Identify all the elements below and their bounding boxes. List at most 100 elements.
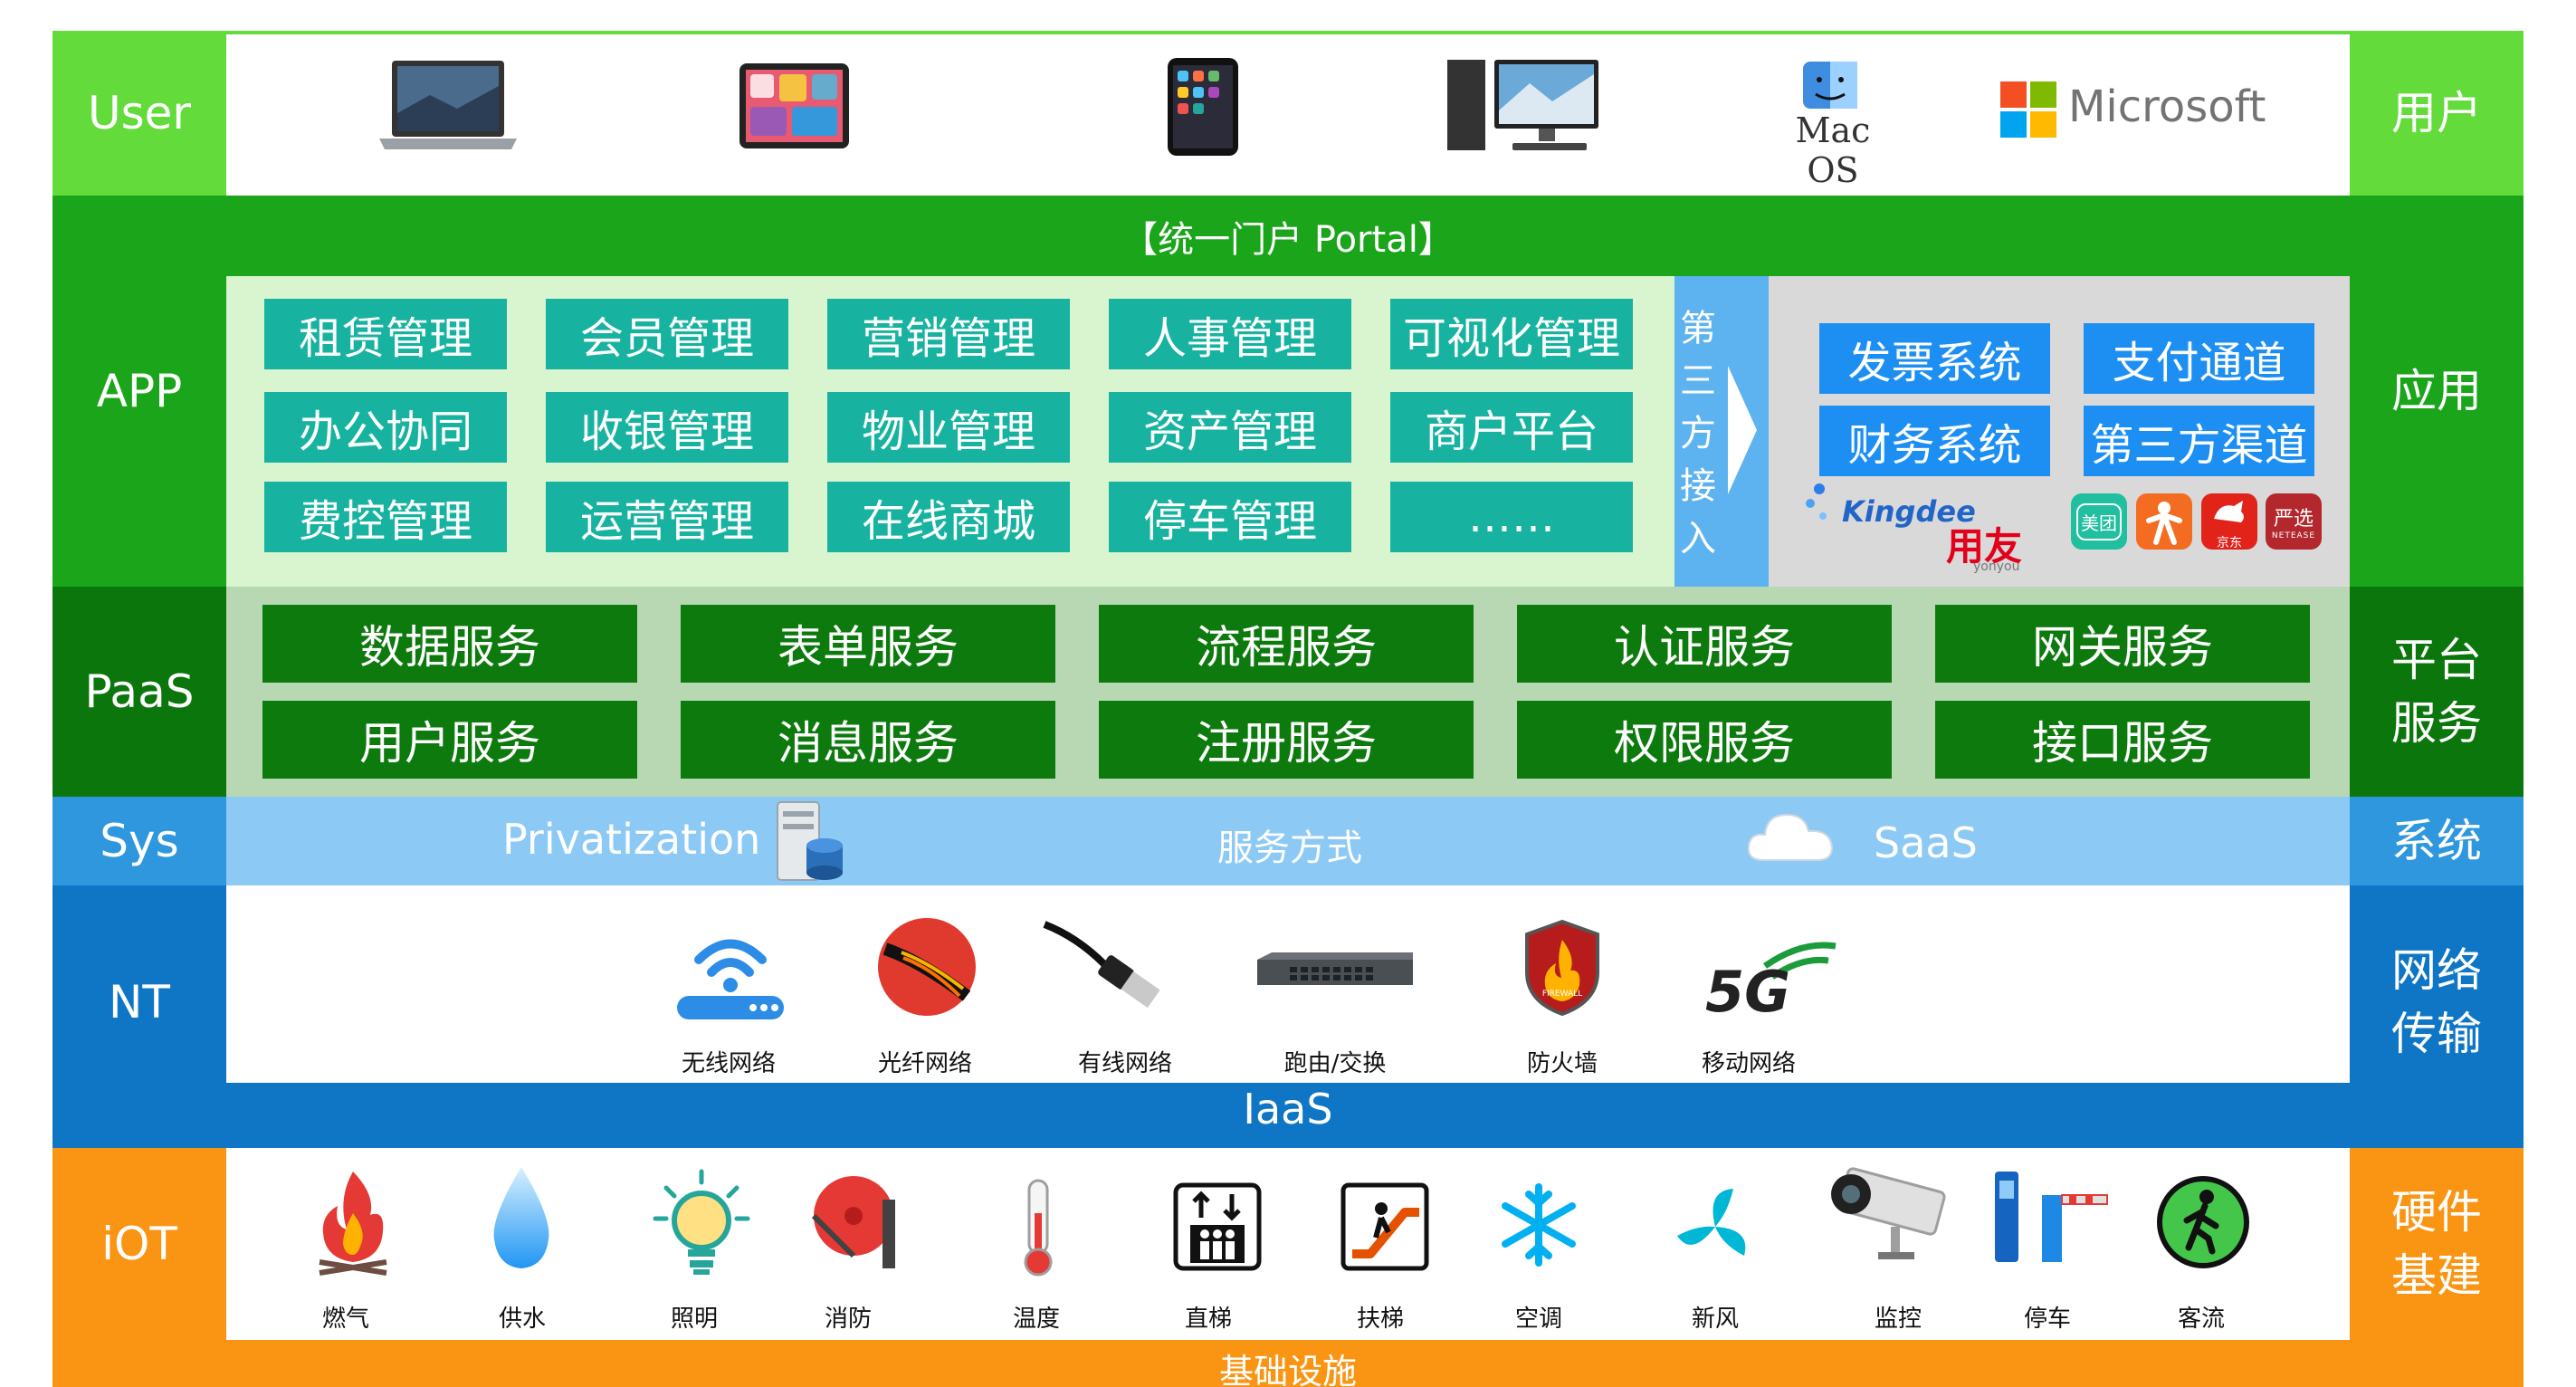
kingdee-logo: Kingdee bbox=[1842, 494, 1976, 529]
iot-label: 监控 bbox=[1874, 1306, 1922, 1333]
paas-service: 认证服务 bbox=[1517, 605, 1892, 683]
iot-label: 客流 bbox=[2177, 1306, 2225, 1333]
layer-label-nt: NT bbox=[109, 976, 170, 1028]
app-module: 可视化管理 bbox=[1390, 299, 1633, 369]
app-module: 收银管理 bbox=[546, 392, 788, 463]
yanxuan-logo-icon: 严选 NETEASE bbox=[2266, 493, 2322, 550]
user-devices-panel bbox=[226, 31, 2350, 196]
portal-title: 【统一门户 Portal】 bbox=[1121, 219, 1455, 261]
network-label: 有线网络 bbox=[1077, 1050, 1172, 1077]
third-party-label-char: 第 bbox=[1680, 308, 1716, 349]
cloud-icon bbox=[1747, 813, 1834, 861]
jd-dog-icon bbox=[2214, 501, 2244, 522]
iot-label: 直梯 bbox=[1184, 1306, 1232, 1333]
paas-service: 注册服务 bbox=[1099, 701, 1474, 779]
network-label: 防火墙 bbox=[1526, 1050, 1598, 1077]
iot-label: 燃气 bbox=[321, 1306, 369, 1333]
app-module: 人事管理 bbox=[1109, 299, 1351, 369]
thermometer-icon bbox=[1024, 1179, 1053, 1277]
pedestrian-counter-icon bbox=[2157, 1176, 2249, 1268]
macos-finder-icon bbox=[1803, 62, 1857, 109]
arrow-right-icon bbox=[1728, 366, 1757, 494]
iaas-label: IaaS bbox=[1243, 1085, 1333, 1134]
tp-system-finance: 财务系统 bbox=[1819, 406, 2050, 476]
water-drop-icon bbox=[493, 1167, 549, 1268]
5g-icon: 5G bbox=[1705, 942, 1837, 1019]
tp-system-channel: 第三方渠道 bbox=[2084, 406, 2314, 476]
yonyou-sub: yonyou bbox=[1973, 560, 2020, 574]
paas-service: 消息服务 bbox=[681, 701, 1055, 779]
meituan-logo-icon: 美团 bbox=[2071, 493, 2127, 550]
yonyou-logo: 用友 bbox=[1946, 524, 2023, 569]
fresh-air-fan-icon bbox=[1677, 1189, 1746, 1256]
paas-service: 权限服务 bbox=[1517, 701, 1892, 779]
iot-label: 供水 bbox=[498, 1306, 546, 1333]
layer-label-iot-cn: 硬件 基建 bbox=[2391, 1186, 2482, 1302]
macos-label: Mac OS bbox=[1795, 110, 1871, 190]
app-module: 租赁管理 bbox=[264, 299, 507, 369]
third-party-label-char: 方 bbox=[1680, 413, 1716, 454]
jd-logo-icon: 京东 bbox=[2201, 493, 2257, 550]
yanxuan-label: 严选 bbox=[2273, 508, 2314, 531]
server-database-icon bbox=[777, 801, 843, 881]
third-party-label-char: 接 bbox=[1680, 465, 1716, 507]
iot-label: 空调 bbox=[1514, 1306, 1562, 1333]
app-module: 办公协同 bbox=[264, 392, 507, 463]
kingdee-dots-icon bbox=[1806, 483, 1827, 520]
gas-flame-icon bbox=[319, 1172, 387, 1276]
netease-label: NETEASE bbox=[2271, 531, 2316, 540]
layer-label-app: APP bbox=[96, 365, 183, 417]
layer-label-paas-cn: 平台 服务 bbox=[2391, 634, 2482, 750]
layer-label-user: User bbox=[52, 31, 226, 196]
elevator-icon bbox=[1173, 1182, 1262, 1271]
iot-label: 消防 bbox=[824, 1306, 872, 1333]
app-module: 商户平台 bbox=[1390, 392, 1633, 463]
desktop-computer-icon bbox=[1447, 60, 1598, 150]
fire-alarm-bell-icon bbox=[811, 1176, 895, 1268]
ethernet-cable-icon bbox=[1043, 921, 1160, 1009]
network-switch-icon bbox=[1257, 952, 1413, 985]
iot-label: 扶梯 bbox=[1356, 1306, 1404, 1333]
iot-label: 温度 bbox=[1012, 1306, 1060, 1333]
privatization-label: Privatization bbox=[502, 815, 761, 864]
jd-label: 京东 bbox=[2217, 536, 2242, 550]
network-label: 无线网络 bbox=[681, 1050, 776, 1077]
service-mode-label: 服务方式 bbox=[1217, 827, 1362, 869]
iot-label: 新风 bbox=[1691, 1306, 1739, 1333]
firewall-icon: FIREWALL bbox=[1525, 919, 1599, 1017]
snowflake-icon bbox=[1502, 1183, 1576, 1267]
iot-label: 照明 bbox=[670, 1306, 718, 1333]
app-module: 费控管理 bbox=[264, 482, 507, 552]
third-party-label-char: 入 bbox=[1680, 518, 1716, 560]
person-app-logo-icon bbox=[2136, 493, 2192, 550]
paas-service: 网关服务 bbox=[1935, 605, 2310, 683]
infra-label: 基础设施 bbox=[1218, 1352, 1357, 1387]
tablet-icon bbox=[739, 63, 849, 148]
tp-system-payment: 支付通道 bbox=[2084, 323, 2314, 394]
app-module: 在线商城 bbox=[827, 482, 1070, 552]
third-party-label-char: 三 bbox=[1680, 360, 1716, 402]
cctv-camera-icon bbox=[1831, 1167, 1946, 1259]
light-bulb-icon bbox=[653, 1169, 750, 1275]
layer-label-iot: iOT bbox=[101, 1218, 177, 1270]
microsoft-label: Microsoft bbox=[2068, 81, 2266, 132]
fiber-cable-icon bbox=[878, 918, 976, 1016]
paas-service: 用户服务 bbox=[262, 701, 637, 779]
paas-service: 流程服务 bbox=[1099, 605, 1474, 683]
saas-label: SaaS bbox=[1874, 818, 1978, 867]
laptop-icon bbox=[379, 61, 517, 149]
wifi-router-icon bbox=[677, 939, 784, 1019]
network-label: 移动网络 bbox=[1701, 1050, 1796, 1077]
iot-label: 停车 bbox=[2023, 1306, 2071, 1333]
app-module: 会员管理 bbox=[546, 299, 788, 369]
escalator-icon bbox=[1340, 1182, 1429, 1271]
layer-label-user-cn: 用户 bbox=[2350, 31, 2524, 196]
network-label: 跑由/交换 bbox=[1283, 1050, 1387, 1077]
paas-service: 表单服务 bbox=[681, 605, 1055, 683]
microsoft-logo-icon bbox=[2000, 81, 2056, 138]
smartphone-icon bbox=[1168, 58, 1238, 156]
layer-label-paas: PaaS bbox=[84, 665, 195, 718]
app-module: 运营管理 bbox=[546, 482, 788, 552]
app-module: 物业管理 bbox=[827, 392, 1070, 463]
app-module: 资产管理 bbox=[1109, 392, 1351, 463]
